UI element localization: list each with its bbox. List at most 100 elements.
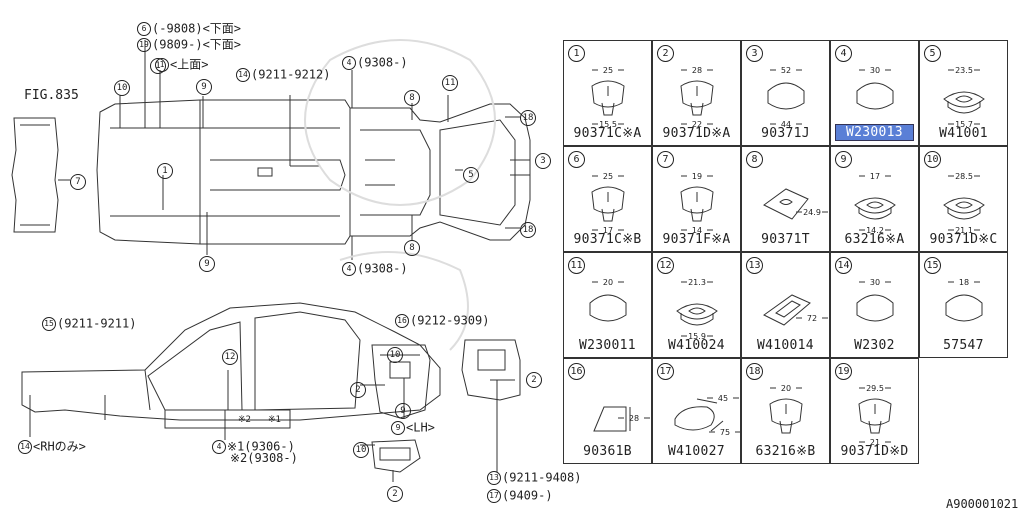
marker-m8b: 8 <box>404 240 421 256</box>
part-5-illustration: 23.515.7 <box>943 66 985 129</box>
part-2-part-number[interactable]: 90371D※A <box>662 126 731 141</box>
marker-m10b: 10 <box>387 347 404 363</box>
part-6-number: 6 <box>568 151 585 168</box>
part-5-part-number[interactable]: W41001 <box>939 126 988 141</box>
callout-9-lh: 9<LH> <box>391 421 435 435</box>
part-cell-18: 20 18 63216※B <box>741 358 830 464</box>
part-8-illustration: 24.9 <box>763 188 828 220</box>
marker-m7: 7 <box>70 174 87 190</box>
part-7-part-number[interactable]: 90371F※A <box>662 232 731 247</box>
part-13-illustration: 72 <box>763 294 828 326</box>
marker-m1b: 1 <box>157 163 174 179</box>
part-15-part-number[interactable]: 57547 <box>943 338 984 353</box>
callout-14-rh: 14<RHのみ> <box>18 440 86 454</box>
part-16-dim-1: 28 <box>629 414 639 423</box>
part-3-dim-2: 44 <box>781 120 791 129</box>
part-10-dim-1: 28.5 <box>955 172 973 181</box>
part-17-number: 17 <box>657 363 674 380</box>
part-18-illustration: 20 <box>769 384 803 434</box>
part-11-dim-1: 20 <box>603 278 613 287</box>
part-1-dim-1: 25 <box>603 66 613 75</box>
underbody-outline <box>96 99 531 245</box>
callout-16: 16(9212-9309) <box>395 314 489 328</box>
part-13-part-number[interactable]: W410014 <box>757 338 814 353</box>
callout-4-side: 4※1(9306-) <box>212 440 295 454</box>
part-15-dim-1: 18 <box>959 278 969 287</box>
marker-m9c: 9 <box>395 403 412 419</box>
part-15-number: 15 <box>924 257 941 274</box>
part-18-part-number[interactable]: 63216※B <box>755 444 816 459</box>
part-19-part-number[interactable]: 90371D※D <box>840 444 909 459</box>
part-1-part-number[interactable]: 90371C※A <box>573 126 642 141</box>
part-1-dim-2: 15.5 <box>599 120 617 129</box>
marker-m9a: 9 <box>196 79 213 95</box>
marker-m10c: 10 <box>353 442 370 458</box>
part-4-dim-1: 30 <box>870 66 880 75</box>
marker-m18b: 18 <box>520 222 537 238</box>
part-18-number: 18 <box>746 363 763 380</box>
doc-code: A900001021 <box>946 497 1019 511</box>
part-17-part-number[interactable]: W410027 <box>668 444 725 459</box>
side-body-outline <box>21 302 441 421</box>
fig-label: FIG.835 <box>24 88 79 103</box>
part-13-number: 13 <box>746 257 763 274</box>
part-6-part-number[interactable]: 90371C※B <box>573 232 642 247</box>
part-4-number: 4 <box>835 45 852 62</box>
part-7-dim-2: 14 <box>692 226 702 235</box>
side-panel-outline <box>11 117 59 233</box>
callout-19: 19(9809-)<下面> <box>137 38 241 52</box>
marker-m2c: 2 <box>387 486 404 502</box>
marker-m8a: 8 <box>404 90 421 106</box>
marker-m5: 5 <box>463 167 480 183</box>
part-10-part-number[interactable]: 90371D※C <box>929 232 998 247</box>
part-9-dim-2: 14.2 <box>866 226 884 235</box>
part-12-part-number[interactable]: W410024 <box>668 338 725 353</box>
callout-13: 13(9211-9408) <box>487 471 581 485</box>
marker-m12: 12 <box>222 349 239 365</box>
part-14-number: 14 <box>835 257 852 274</box>
part-3-part-number[interactable]: 90371J <box>761 126 810 141</box>
part-10-number: 10 <box>924 151 941 168</box>
pillar-part-b <box>461 339 521 401</box>
part-14-part-number[interactable]: W2302 <box>854 338 895 353</box>
part-16-part-number[interactable]: 90361B <box>583 444 632 459</box>
bracket-part <box>371 439 421 473</box>
part-4-part-number[interactable]: W230013 <box>835 124 914 141</box>
part-8-dim-1: 24.9 <box>803 208 821 217</box>
marker-m9b: 9 <box>199 256 216 272</box>
part-2-dim-1: 28 <box>692 66 702 75</box>
part-10-illustration: 28.521.1 <box>943 172 985 235</box>
part-5-number: 5 <box>924 45 941 62</box>
marker-m18a: 18 <box>520 110 537 126</box>
part-9-part-number[interactable]: 63216※A <box>844 232 905 247</box>
callout-17: 17(9409-) <box>487 489 553 503</box>
part-6-dim-1: 25 <box>603 172 613 181</box>
part-3-number: 3 <box>746 45 763 62</box>
part-8-part-number[interactable]: 90371T <box>761 232 810 247</box>
part-11-part-number[interactable]: W230011 <box>579 338 636 353</box>
callout-4-bottom: 4(9308-) <box>342 262 408 276</box>
callout-15: 15(9211-9211) <box>42 317 136 331</box>
callout-4-side-b: ※2(9308-) <box>230 451 298 465</box>
part-14-illustration: 30 <box>856 278 894 322</box>
part-7-dim-1: 19 <box>692 172 702 181</box>
part-15-illustration: 18 <box>945 278 983 322</box>
